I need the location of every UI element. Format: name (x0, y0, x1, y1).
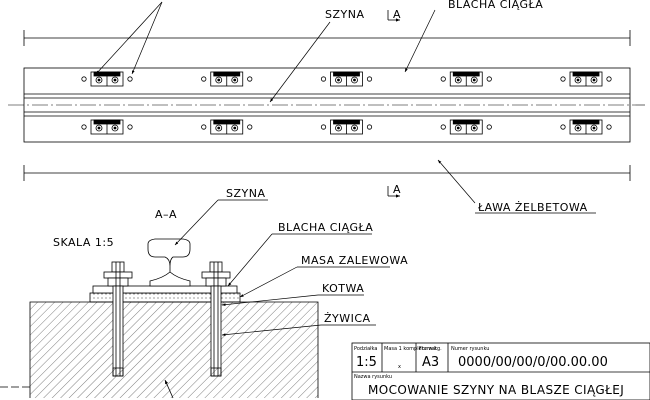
footing-leader (164, 379, 174, 399)
section-mark-bottom: A (393, 183, 401, 196)
leader-footing-plan (437, 159, 476, 204)
rail-clamp (560, 71, 612, 87)
concrete-footing (29, 301, 319, 398)
tb-name-header: Nazwa rysunku (354, 374, 392, 380)
tb-number-value: 0000/00/00/0/00.00.00 (458, 355, 608, 370)
leader-rail-plan (269, 21, 331, 103)
label-resin-section: ŻYWICA (324, 312, 371, 325)
tb-scale-header: Podziałka (354, 346, 377, 352)
rail-clamp (81, 119, 133, 135)
rail-clamp (81, 71, 133, 87)
label-plate-plan: BLACHA CIĄGŁA (448, 0, 543, 11)
leader-rail-section (174, 199, 219, 246)
rail-clamp (440, 119, 492, 135)
tb-mass-header: Masa 1 kompletu w kg. (384, 346, 442, 352)
leader-plate-section (227, 233, 273, 287)
tb-name-value: MOCOWANIE SZYNY NA BLASZE CIĄGŁEJ (368, 383, 624, 397)
label-rail-section: SZYNA (226, 187, 266, 200)
title-block-frame (351, 342, 650, 400)
leader-bolt-1 (95, 1, 163, 75)
clamp-row-bottom (81, 119, 612, 135)
anchor-right (201, 261, 231, 377)
title-block (351, 342, 650, 400)
label-grout-section: MASA ZALEWOWA (301, 254, 408, 267)
section-title: A–A (155, 208, 177, 221)
rail-clamp (320, 119, 373, 135)
tb-format-value: A3 (422, 355, 439, 370)
anchor-left (103, 261, 133, 377)
section-mark-top: A (393, 8, 401, 21)
leader-bolt-2 (131, 1, 163, 75)
label-plate-section: BLACHA CIĄGŁA (278, 221, 373, 234)
rail-profile (147, 238, 191, 287)
leader-anchor-section (221, 294, 319, 307)
label-anchor-section: KOTWA (322, 282, 364, 295)
tb-mass-value: x (398, 364, 401, 370)
section-view (0, 238, 319, 399)
label-footing-plan: ŁAWA ŻELBETOWA (477, 201, 588, 214)
label-rail-plan: SZYNA (325, 8, 365, 21)
tb-number-header: Numer rysunku (451, 346, 489, 352)
rail-clamp (440, 71, 492, 87)
tb-scale-value: 1:5 (356, 355, 377, 370)
rail-clamp (320, 71, 373, 87)
leader-plate-plan (404, 9, 436, 73)
plan-view (8, 10, 645, 198)
rail-clamp (560, 119, 612, 135)
clamp-row-top (81, 71, 612, 87)
rail-clamp (201, 119, 253, 135)
tb-format-header: Format (419, 346, 437, 352)
leader-resin-section (221, 324, 322, 337)
leader-grout-section (239, 266, 298, 298)
rail-clamp (201, 71, 253, 87)
section-scale: SKALA 1:5 (53, 236, 114, 249)
